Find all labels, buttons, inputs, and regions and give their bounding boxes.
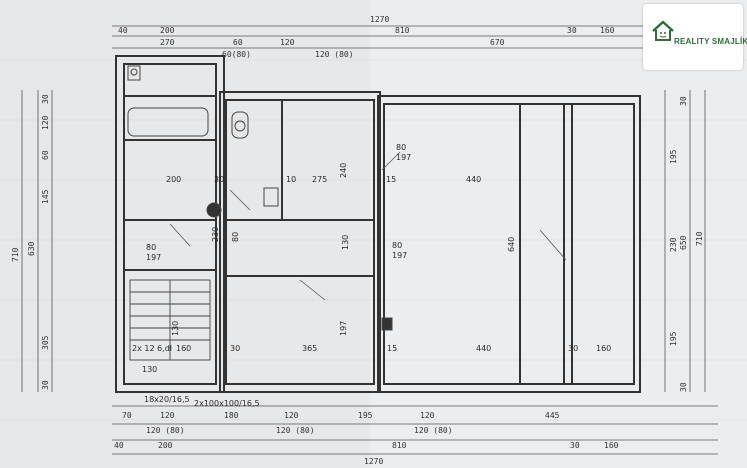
dim-bot-9: 120 (80) [276, 426, 315, 435]
dim-top-6: 270 [160, 38, 175, 47]
door-swings [169, 151, 567, 301]
dim-top-7: 60 [233, 38, 243, 47]
dim-bot-8: 120 (80) [146, 426, 185, 435]
dim-bot-13: 810 [392, 441, 407, 450]
paper-left-fold [0, 0, 370, 468]
dim-right-outer: 710 [695, 231, 704, 246]
label-4: 275 [312, 175, 327, 184]
label-16: 197 [396, 153, 411, 162]
outer-walls [115, 55, 641, 393]
label-13: 240 [339, 163, 348, 178]
dim-left-seg-4: 145 [41, 189, 50, 204]
logo-text: REALITY SMAJLÍK [674, 37, 747, 46]
label-17: 80 [392, 241, 402, 250]
dim-bot-14: 30 [570, 441, 580, 450]
dim-right-middle: 650 [679, 235, 688, 250]
label-23: 130 [341, 235, 350, 250]
label-29: 2x 12 6,dl [132, 344, 172, 353]
dim-top-2: 200 [160, 26, 175, 35]
label-10: 440 [476, 344, 491, 353]
label-19: 80 [146, 243, 156, 252]
label-21: 80 [231, 232, 240, 242]
dim-bot-5: 195 [358, 411, 373, 420]
dim-right-seg-4: 195 [669, 331, 678, 346]
dim-left-outer: 710 [11, 247, 20, 262]
dim-top-8: 120 [280, 38, 295, 47]
label-1: 200 [166, 175, 181, 184]
label-27: 18x20/16,5 [144, 395, 190, 404]
dim-right-seg-1: 30 [679, 96, 688, 106]
dim-left-seg-3: 60 [41, 150, 50, 160]
logo-badge: REALITY SMAJLÍK [643, 4, 747, 70]
dim-top-5: 160 [600, 26, 615, 35]
room-labels: 200 30 10 275 15 440 30 365 15 440 30 16… [132, 143, 611, 408]
dim-left-seg-6: 30 [41, 380, 50, 390]
dim-bot-6: 120 [420, 411, 435, 420]
label-5: 15 [386, 175, 396, 184]
dim-left-seg-2: 120 [41, 115, 50, 130]
house-icon [652, 20, 674, 41]
dim-bot-3: 180 [224, 411, 239, 420]
dim-bot-overall: 1270 [364, 457, 383, 466]
label-9: 15 [387, 344, 397, 353]
label-24: 230 [211, 227, 220, 242]
label-8: 365 [302, 344, 317, 353]
dim-bot-15: 160 [604, 441, 619, 450]
dim-left-seg-5: 305 [41, 335, 50, 350]
dim-top-3: 810 [395, 26, 410, 35]
dim-bot-4: 120 [284, 411, 299, 420]
label-7: 30 [230, 344, 240, 353]
dim-bot-7: 445 [545, 411, 560, 420]
label-26: 130 [142, 365, 157, 374]
label-12: 160 [596, 344, 611, 353]
staircase [129, 279, 211, 361]
dim-top-9: 670 [490, 38, 505, 47]
dim-right-seg-3: 230 [669, 237, 678, 252]
label-14: 640 [507, 237, 516, 252]
label-25: 130 [171, 321, 180, 336]
dim-top-10: 60(80) [222, 50, 251, 59]
dim-right-seg-2: 195 [669, 149, 678, 164]
dim-left-seg-1: 30 [41, 94, 50, 104]
label-30: 160 [176, 344, 191, 353]
dim-top-1: 40 [118, 26, 128, 35]
dim-bot-1: 70 [122, 411, 132, 420]
dim-bot-2: 120 [160, 411, 175, 420]
label-15: 80 [396, 143, 406, 152]
dim-bot-11: 40 [114, 441, 124, 450]
label-2: 30 [214, 175, 224, 184]
dim-right-seg-5: 30 [679, 382, 688, 392]
dim-left-middle: 630 [27, 241, 36, 256]
dim-top-overall: 1270 [370, 15, 389, 24]
bathroom-fixtures [127, 65, 393, 331]
label-11: 30 [568, 344, 578, 353]
label-6: 440 [466, 175, 481, 184]
dim-bot-12: 200 [158, 441, 173, 450]
dimension-lines [21, 25, 718, 455]
label-18: 197 [392, 251, 407, 260]
label-3: 10 [286, 175, 296, 184]
dim-top-11: 120 (80) [315, 50, 354, 59]
internal-walls [124, 95, 573, 384]
label-22: 197 [339, 321, 348, 336]
dim-top-4: 30 [567, 26, 577, 35]
label-20: 197 [146, 253, 161, 262]
dim-bot-10: 120 (80) [414, 426, 453, 435]
label-28: 2x100x100/16,5 [194, 399, 260, 408]
